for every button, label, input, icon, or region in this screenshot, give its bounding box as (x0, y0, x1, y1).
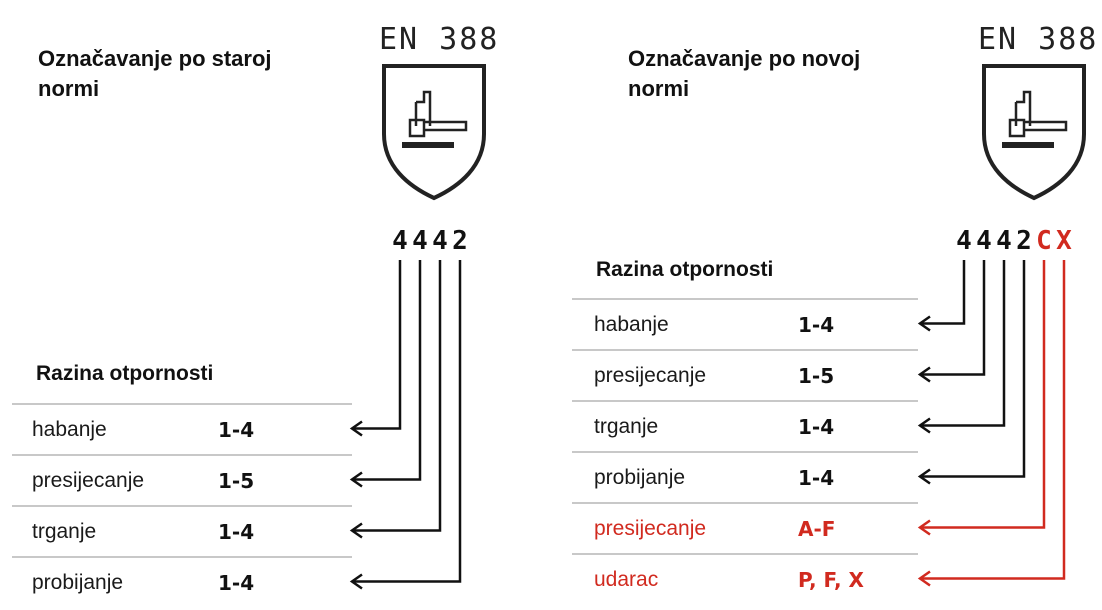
new-code-digit: 4 (996, 226, 1012, 256)
new-table-title: Razina otpornosti (596, 258, 774, 281)
property-label: presijecanje (594, 516, 707, 540)
connector-line (920, 260, 1046, 529)
range-value: 1-4 (798, 312, 835, 337)
new-row-abrasion: habanje 1-4 (572, 298, 918, 349)
connector-line (920, 260, 1006, 427)
old-performance-code: 4 4 4 2 (390, 226, 470, 256)
connector-line (920, 260, 986, 376)
property-label: trganje (594, 414, 659, 438)
range-value: P, F, X (798, 567, 864, 592)
new-code-digit: 4 (956, 226, 972, 256)
old-code-digit: 2 (452, 226, 468, 256)
property-label: habanje (32, 417, 107, 441)
connector-line (352, 260, 422, 481)
arrow-left-icon (917, 417, 931, 434)
new-code-digit: C (1036, 226, 1052, 256)
connector-line (920, 260, 1066, 580)
new-code-digit: 4 (976, 226, 992, 256)
new-row-tear: trganje 1-4 (572, 400, 918, 451)
property-label: probijanje (594, 465, 686, 489)
old-code-digit: 4 (392, 226, 408, 256)
range-value: 1-4 (218, 570, 255, 595)
arrow-left-icon (917, 519, 931, 536)
property-label: presijecanje (594, 363, 707, 387)
old-row-tear: trganje 1-4 (12, 505, 352, 556)
old-norm-title: Označavanje po staroj normi (38, 46, 272, 101)
range-value: 1-4 (798, 414, 835, 439)
new-code-digit: X (1056, 226, 1072, 256)
range-value: 1-4 (218, 519, 255, 544)
glove-shield-icon (382, 64, 486, 201)
arrow-left-icon (917, 570, 931, 587)
connector-line (352, 260, 442, 532)
arrow-left-icon (349, 471, 363, 488)
property-label: habanje (594, 312, 669, 336)
connector-line (920, 260, 966, 325)
range-value: 1-5 (218, 468, 255, 493)
arrow-left-icon (349, 522, 363, 539)
old-code-digit: 4 (412, 226, 428, 256)
old-table-title: Razina otpornosti (36, 362, 214, 385)
old-code-digit: 4 (432, 226, 448, 256)
new-code-digit: 2 (1016, 226, 1032, 256)
old-row-puncture: probijanje 1-4 (12, 556, 352, 607)
new-row-impact: udarac P, F, X (572, 553, 918, 604)
old-standard-label: EN 388 (379, 22, 500, 57)
connector-line (352, 260, 462, 583)
arrow-left-icon (349, 420, 363, 437)
range-value: 1-5 (798, 363, 835, 388)
arrow-left-icon (917, 468, 931, 485)
property-label: presijecanje (32, 468, 145, 492)
property-label: probijanje (32, 570, 124, 594)
new-row-puncture: probijanje 1-4 (572, 451, 918, 502)
new-standard-label: EN 388 (978, 22, 1099, 57)
old-row-abrasion: habanje 1-4 (12, 403, 352, 454)
arrow-left-icon (349, 573, 363, 590)
new-norm-panel: Označavanje po novoj normi EN 388 4 4 4 … (560, 0, 1102, 610)
property-label: trganje (32, 519, 97, 543)
new-row-cut: presijecanje 1-5 (572, 349, 918, 400)
range-value: A-F (798, 516, 836, 541)
new-row-cut-iso: presijecanje A-F (572, 502, 918, 553)
range-value: 1-4 (798, 465, 835, 490)
new-performance-code: 4 4 4 2 C X (954, 226, 1074, 256)
property-label: udarac (594, 567, 659, 591)
arrow-left-icon (917, 315, 931, 332)
old-row-cut: presijecanje 1-5 (12, 454, 352, 505)
range-value: 1-4 (218, 417, 255, 442)
connector-line (352, 260, 402, 430)
glove-shield-icon (982, 64, 1086, 201)
connector-line (920, 260, 1026, 478)
new-norm-title: Označavanje po novoj normi (628, 46, 861, 101)
old-norm-panel: Označavanje po staroj normi EN 388 4 4 4… (0, 0, 540, 610)
arrow-left-icon (917, 366, 931, 383)
